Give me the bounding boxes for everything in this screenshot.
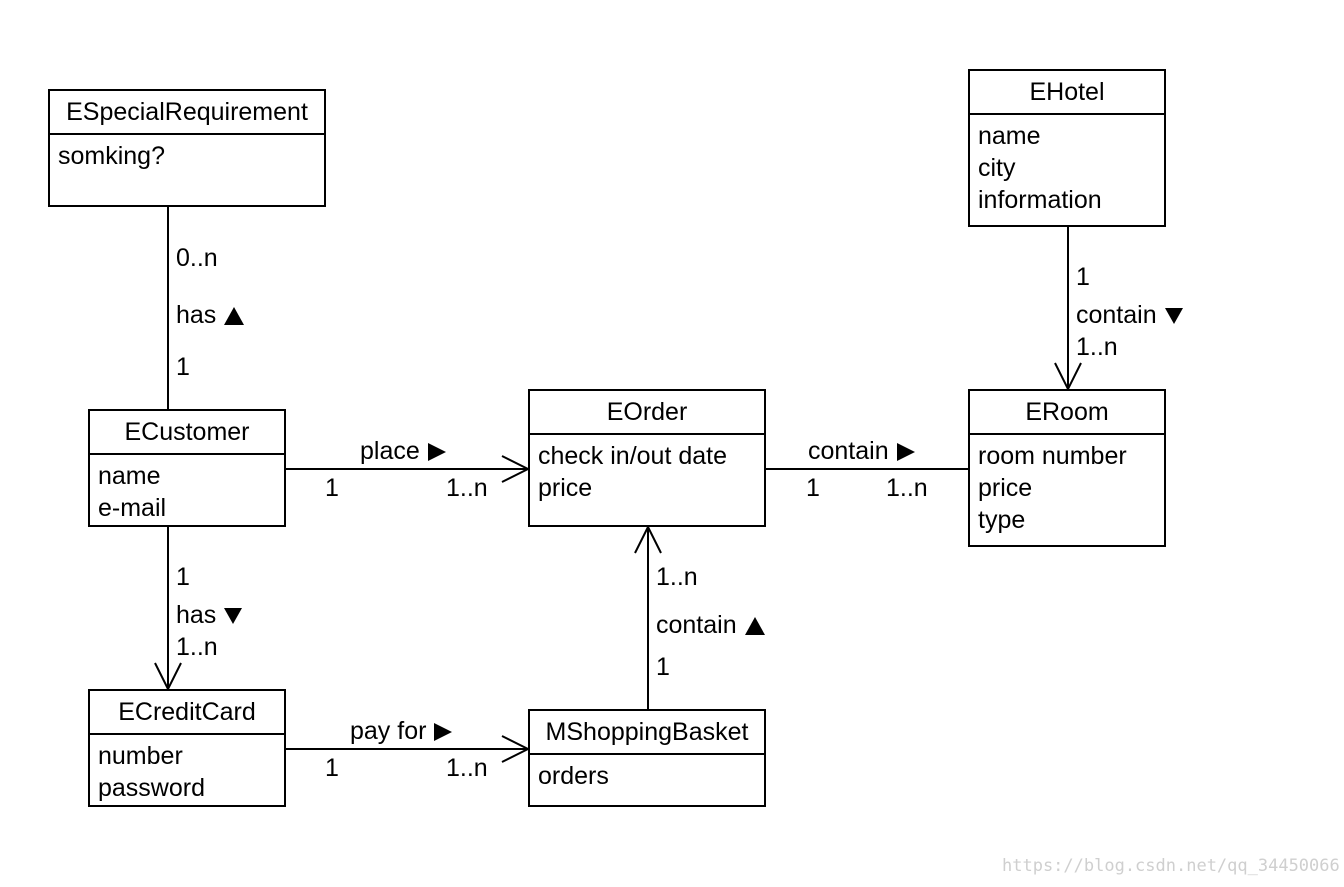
direction-right-icon [427,443,446,462]
class-name: ECreditCard [90,691,284,735]
multiplicity-label: 1..n [446,754,488,782]
class-eroom[interactable]: ERoom room number price type [968,389,1166,547]
attribute: number [98,742,183,770]
class-name: EHotel [970,71,1164,115]
class-especialrequirement[interactable]: ESpecialRequirement somking? [48,89,326,207]
association-label-has: has [176,601,243,629]
multiplicity-label: 1 [325,754,339,782]
multiplicity-label: 1 [325,474,339,502]
association-label-place: place [360,437,446,465]
multiplicity-label: 1..n [1076,333,1118,361]
arrowhead-order-up [634,524,662,554]
multiplicity-label: 1..n [176,633,218,661]
attribute: orders [538,762,609,790]
association-name: has [176,601,217,629]
attribute: check in/out date [538,442,728,470]
direction-right-icon [434,723,453,742]
attribute: city [978,154,1016,182]
direction-down-icon [1164,308,1183,325]
class-name: ESpecialRequirement [50,91,324,135]
attribute-list: number password [90,735,284,804]
association-name: contain [656,611,737,639]
multiplicity-label: 1 [806,474,820,502]
attribute-list: name e-mail [90,455,284,524]
class-name: ERoom [970,391,1164,435]
attribute: somking? [58,142,165,170]
attribute: type [978,506,1026,534]
association-label-has: has [176,301,245,329]
class-name: ECustomer [90,411,284,455]
attribute-list: room number price type [970,435,1164,536]
direction-right-icon [896,443,915,462]
class-name: EOrder [530,391,764,435]
attribute: e-mail [98,494,167,522]
attribute: password [98,774,205,802]
association-label-contain: contain [656,611,765,639]
multiplicity-label: 0..n [176,244,218,272]
association-name: contain [1076,301,1157,329]
attribute: price [978,474,1033,502]
multiplicity-label: 1 [656,653,670,681]
association-name: place [360,437,420,465]
class-ecustomer[interactable]: ECustomer name e-mail [88,409,286,527]
association-name: contain [808,437,889,465]
class-mshoppingbasket[interactable]: MShoppingBasket orders [528,709,766,807]
attribute-list: orders [530,755,764,792]
association-label-payfor: pay for [350,717,453,745]
association-name: has [176,301,217,329]
class-eorder[interactable]: EOrder check in/out date price [528,389,766,527]
attribute: price [538,474,593,502]
attribute-list: somking? [50,135,324,172]
association-label-contain: contain [808,437,915,465]
multiplicity-label: 1..n [886,474,928,502]
watermark: https://blog.csdn.net/qq_34450066 [1002,856,1340,876]
multiplicity-label: 1..n [446,474,488,502]
direction-up-icon [744,617,765,636]
attribute-list: name city information [970,115,1164,216]
direction-down-icon [224,608,243,625]
attribute-list: check in/out date price [530,435,764,504]
attribute: information [978,186,1102,214]
direction-up-icon [224,307,245,326]
association-label-contain: contain [1076,301,1183,329]
multiplicity-label: 1..n [656,563,698,591]
multiplicity-label: 1 [176,563,190,591]
attribute: room number [978,442,1127,470]
multiplicity-label: 1 [1076,263,1090,291]
multiplicity-label: 1 [176,353,190,381]
class-ecreditcard[interactable]: ECreditCard number password [88,689,286,807]
class-ehotel[interactable]: EHotel name city information [968,69,1166,227]
attribute: name [98,462,161,490]
class-name: MShoppingBasket [530,711,764,755]
attribute: name [978,122,1041,150]
association-name: pay for [350,717,427,745]
